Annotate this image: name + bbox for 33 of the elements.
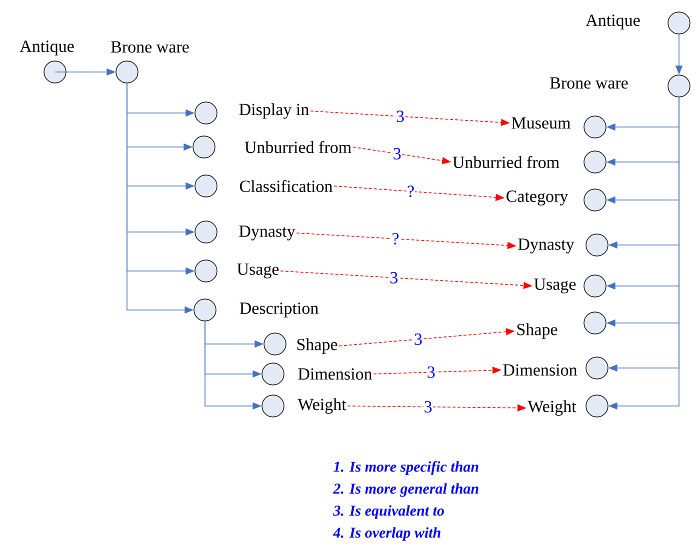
node-label: Usage <box>237 264 279 278</box>
node-label: Display in <box>239 103 309 119</box>
node-label: Brone ware <box>550 77 628 89</box>
edge-label: 3 <box>392 148 402 160</box>
edge-label: 3 <box>395 110 405 123</box>
legend-note: 4. Is overlap with <box>332 527 440 541</box>
node-label: Weight <box>528 400 576 416</box>
node-label: Antique <box>586 14 640 30</box>
node-label: Shape <box>297 338 338 354</box>
node-label: Weight <box>298 398 346 414</box>
node-label: Shape <box>517 323 558 339</box>
node-label: Dynasty <box>518 238 574 254</box>
legend-note: 1. Is more specific than <box>334 461 478 475</box>
node-label: Museum <box>512 117 570 129</box>
node-label: Dimension <box>503 364 578 376</box>
node-label: Category <box>506 190 568 206</box>
edge-label: ? <box>406 185 416 198</box>
node-label: Antique <box>20 40 74 56</box>
node-label: Dimension <box>298 368 372 380</box>
node-label: Description <box>240 302 318 318</box>
node-label: Unburried from <box>244 140 352 154</box>
legend-note: 2. Is more general than <box>333 483 478 497</box>
node-label: Brone ware <box>111 41 189 53</box>
edge-label: ? <box>391 232 400 246</box>
node-label: Usage <box>534 278 576 294</box>
edge-label: 3 <box>389 272 399 284</box>
edge-label: 3 <box>423 400 433 414</box>
edge-label: 3 <box>413 333 423 346</box>
node-label: Dynasty <box>239 226 296 240</box>
node-label: Classification <box>240 180 333 192</box>
edge-label: 3 <box>426 366 436 378</box>
legend-note: 3. Is equivalent to <box>333 505 444 519</box>
node-label: Unburried from <box>452 156 560 168</box>
